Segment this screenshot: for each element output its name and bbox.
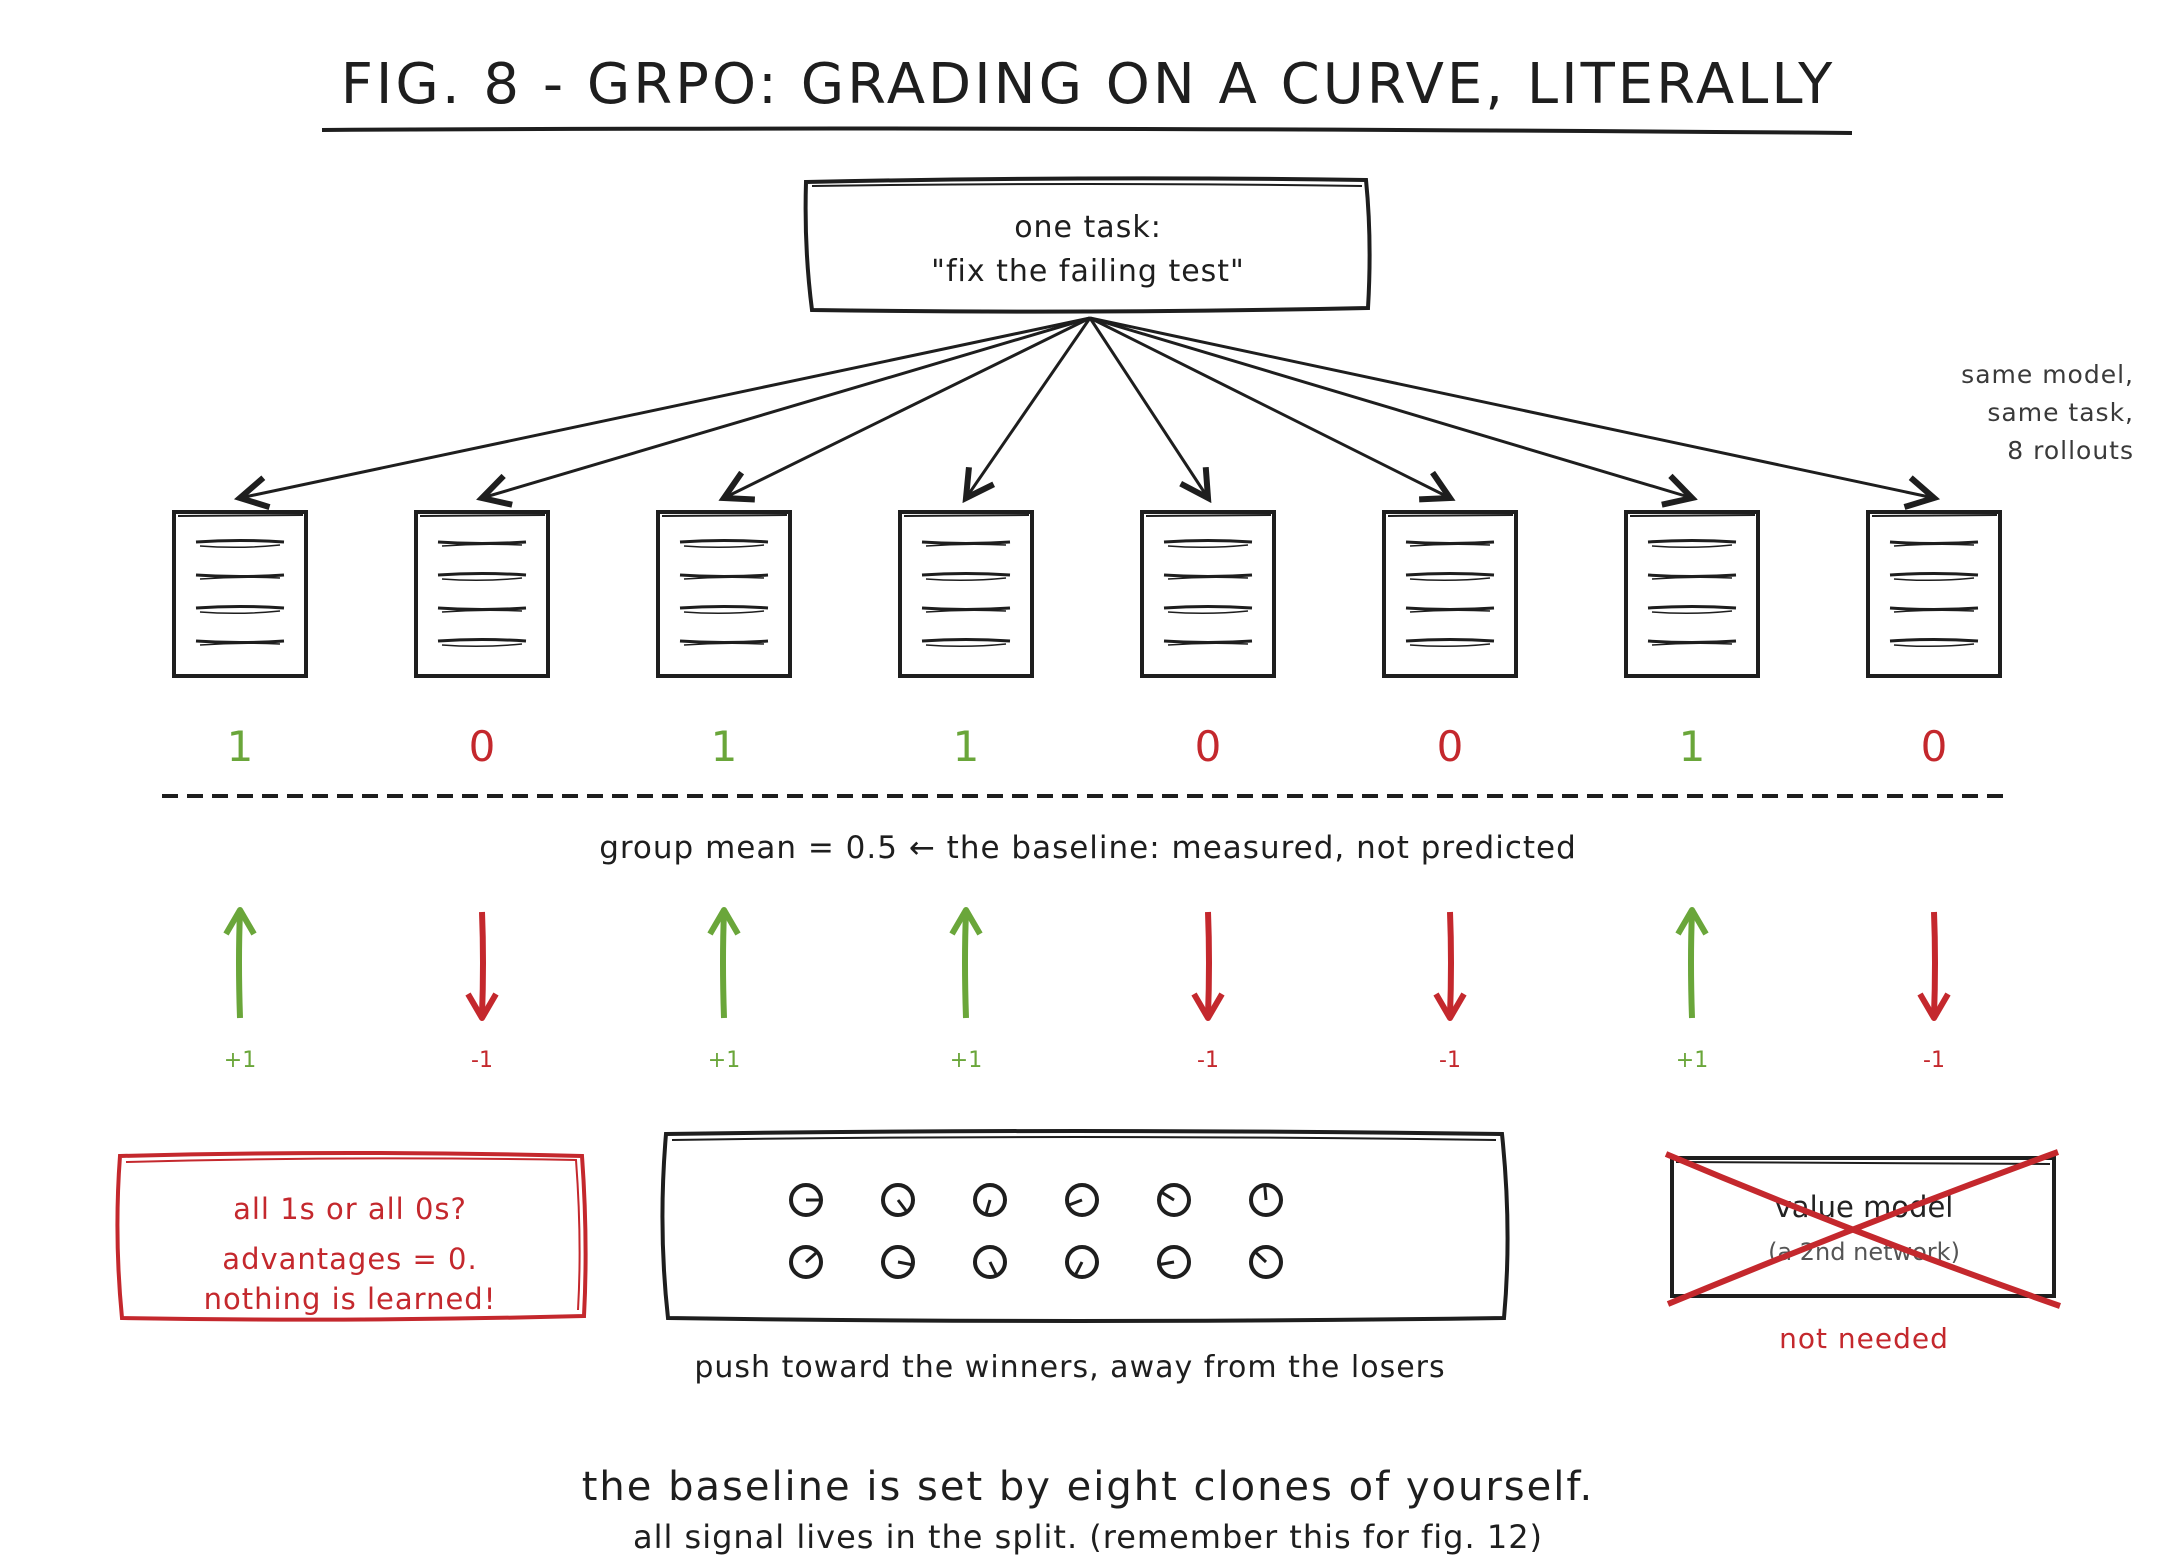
- down-arrow: [1917, 911, 1951, 1021]
- task-line-2: "fix the failing test": [931, 254, 1245, 289]
- rollout-document: [1140, 510, 1276, 678]
- dial-knob: [881, 1183, 915, 1217]
- fan-arrow: [724, 316, 1091, 498]
- fan-arrow: [1089, 316, 1692, 498]
- value-model-label: value model: [1774, 1190, 1954, 1224]
- warning-line-1: all 1s or all 0s?: [233, 1192, 467, 1226]
- task-box: [803, 176, 1372, 314]
- side-note-line-2: same task,: [1987, 398, 2134, 427]
- rollout-document: [898, 510, 1034, 678]
- rollout-score: 1: [226, 722, 254, 771]
- rollout-score: 0: [1436, 722, 1464, 771]
- warning-box: [115, 1151, 588, 1322]
- fan-out-arrows: [240, 316, 1934, 498]
- rollout-document: [1624, 510, 1760, 678]
- down-arrow: [465, 911, 499, 1021]
- down-arrow: [1433, 911, 1467, 1021]
- rollout-document: [656, 510, 792, 678]
- dial-knob: [973, 1183, 1007, 1217]
- footer-line-2: all signal lives in the split. (remember…: [632, 1518, 1544, 1556]
- side-note-line-3: 8 rollouts: [2007, 436, 2134, 465]
- rollout-score: 1: [952, 722, 980, 771]
- rollout-document: [1866, 510, 2002, 678]
- value-model-sublabel: (a 2nd network): [1768, 1238, 1960, 1266]
- dial-knob: [1157, 1183, 1191, 1217]
- rollout-advantage: +1: [223, 1048, 257, 1073]
- footer-line-1: the baseline is set by eight clones of y…: [581, 1464, 1595, 1510]
- figure-title: FIG. 8 - GRPO: GRADING ON A CURVE, LITER…: [340, 52, 1836, 117]
- dial-knob: [789, 1245, 823, 1279]
- rollout-document: [1382, 510, 1518, 678]
- title-underline: [321, 126, 1853, 135]
- up-arrow: [949, 907, 983, 1019]
- rollout-score: 0: [1194, 722, 1222, 771]
- rollout-advantage: -1: [1439, 1048, 1461, 1073]
- rollout-advantage: +1: [707, 1048, 741, 1073]
- rollout-advantage: +1: [949, 1048, 983, 1073]
- advantage-arrows: [223, 907, 1951, 1021]
- rollout-advantage: -1: [471, 1048, 493, 1073]
- rollout-advantage: -1: [1197, 1048, 1219, 1073]
- rollout-document: [414, 510, 550, 678]
- rollout-score: 0: [468, 722, 496, 771]
- push-caption: push toward the winners, away from the l…: [694, 1350, 1446, 1385]
- up-arrow: [1675, 907, 1709, 1019]
- baseline-text: group mean = 0.5 ← the baseline: measure…: [599, 830, 1577, 866]
- value-model-status: not needed: [1779, 1322, 1949, 1355]
- rollout-score: 1: [710, 722, 738, 771]
- dial-knob: [1249, 1183, 1283, 1217]
- value-model-box: [1670, 1156, 2056, 1298]
- warning-line-3: nothing is learned!: [203, 1282, 497, 1316]
- rollout-advantage: -1: [1923, 1048, 1945, 1073]
- fan-arrow: [966, 317, 1092, 498]
- task-line-1: one task:: [1014, 210, 1162, 245]
- side-note-line-1: same model,: [1961, 360, 2134, 389]
- warning-line-2: advantages = 0.: [222, 1242, 478, 1276]
- fan-arrow: [1088, 317, 1208, 498]
- fan-arrow: [240, 316, 1091, 498]
- policy-dials: [789, 1183, 1283, 1279]
- dial-knob: [1157, 1245, 1191, 1279]
- policy-update-box: [660, 1129, 1510, 1323]
- up-arrow: [223, 907, 257, 1019]
- fan-arrow: [1089, 316, 1450, 498]
- down-arrow: [1191, 911, 1225, 1021]
- rollout-advantage: +1: [1675, 1048, 1709, 1073]
- dial-knob: [1065, 1183, 1099, 1217]
- dial-knob: [1249, 1245, 1283, 1279]
- up-arrow: [707, 907, 741, 1019]
- rollout-score: 0: [1920, 722, 1948, 771]
- dial-knob: [1065, 1245, 1099, 1279]
- dial-knob: [789, 1183, 823, 1217]
- fan-arrow: [482, 316, 1091, 498]
- rollout-score: 1: [1678, 722, 1706, 771]
- dial-knob: [881, 1245, 915, 1279]
- fan-arrow: [1089, 316, 1934, 498]
- dial-knob: [973, 1245, 1007, 1279]
- rollout-documents: [172, 510, 2002, 678]
- rollout-document: [172, 510, 308, 678]
